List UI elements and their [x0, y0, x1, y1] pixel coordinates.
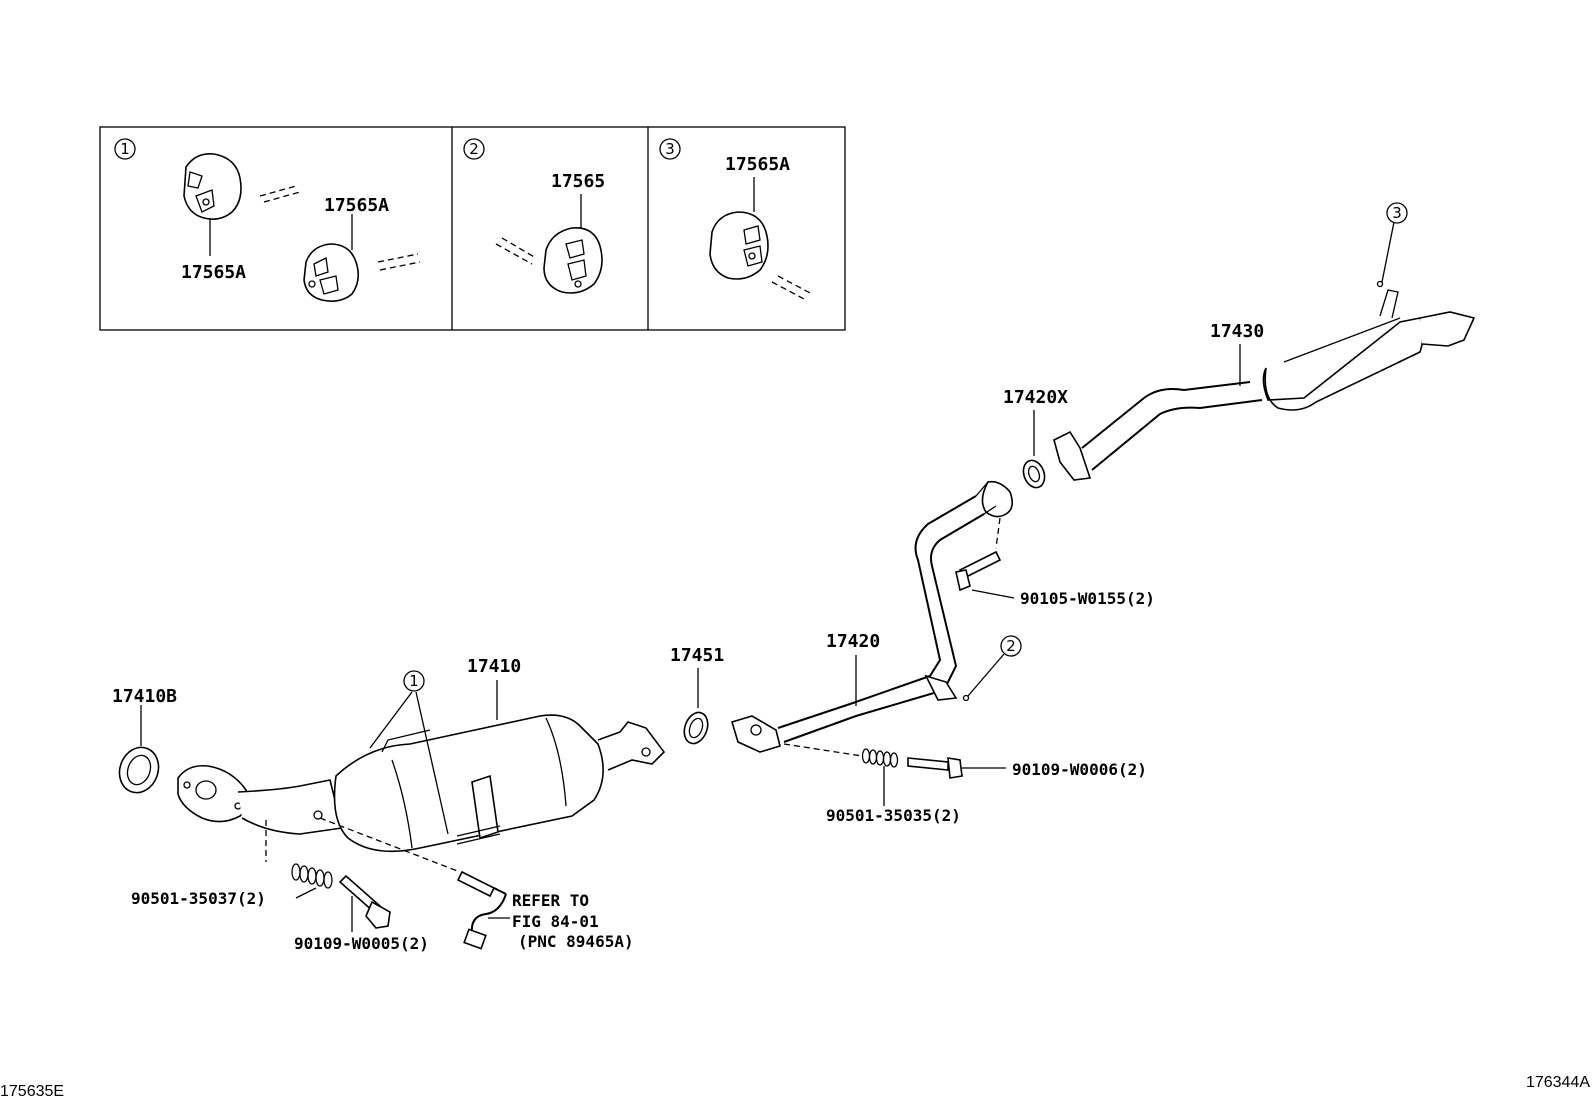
rubber-hanger-icon: [543, 227, 603, 294]
label-17410B: 17410B: [112, 686, 177, 707]
bolt-90105-W0155: [955, 550, 1002, 592]
callout-1: 1: [409, 672, 419, 690]
label-90109-W0005: 90109-W0005(2): [294, 934, 429, 953]
callout-1-circle: [403, 670, 425, 692]
converter-17410: [177, 714, 666, 853]
gasket-17420X: [1022, 459, 1046, 489]
spring-90501-35037: [291, 863, 333, 889]
label-90105-W0155: 90105-W0155(2): [1020, 589, 1155, 608]
inset-3-number: 3: [665, 140, 675, 158]
inset-panel: [99, 126, 846, 331]
refer-line-2: FIG 84-01: [512, 912, 599, 931]
label-17565A-inset3: 17565A: [725, 154, 790, 175]
corner-code-left: 175635E: [0, 1083, 64, 1099]
label-17430: 17430: [1210, 321, 1264, 342]
bolt-90109-W0006: [907, 757, 963, 779]
inset-3: 3 17565A: [659, 138, 813, 301]
refer-line-1: REFER TO: [512, 891, 589, 910]
inset-1-number: 1: [120, 140, 130, 158]
label-17565A-left: 17565A: [181, 262, 246, 283]
callout-2-circle: [1000, 635, 1022, 657]
inset-1: 1 17565A 17565A: [114, 138, 421, 302]
label-17565: 17565: [551, 171, 605, 192]
callout-3-circle: [1386, 202, 1408, 224]
bolt-90109-W0005: [338, 874, 391, 929]
rubber-hanger-icon: [709, 211, 769, 280]
muffler-17430: [1053, 289, 1476, 481]
refer-line-3: (PNC 89465A): [518, 932, 634, 951]
label-17565A-right: 17565A: [324, 195, 389, 216]
label-90109-W0006: 90109-W0006(2): [1012, 760, 1147, 779]
callout-2: 2: [1006, 637, 1016, 655]
label-17451: 17451: [670, 645, 724, 666]
label-90501-35037: 90501-35037(2): [131, 889, 266, 908]
inset-2: 2 17565: [463, 138, 605, 294]
label-17420X: 17420X: [1003, 387, 1068, 408]
gasket-17451: [683, 711, 709, 745]
corner-code-right: 176344A: [1526, 1074, 1590, 1091]
gasket-17410B: [118, 705, 160, 794]
spring-90501-35035: [861, 748, 899, 768]
oxygen-sensor-icon: [456, 870, 507, 950]
label-17410: 17410: [467, 656, 521, 677]
label-90501-35035: 90501-35035(2): [826, 806, 961, 825]
inset-2-number: 2: [469, 140, 479, 158]
label-17420: 17420: [826, 631, 880, 652]
center-pipe-17420: [731, 480, 1014, 753]
callout-3: 3: [1392, 204, 1402, 222]
rubber-hanger-icon: [303, 243, 360, 302]
rubber-hanger-icon: [183, 152, 242, 220]
